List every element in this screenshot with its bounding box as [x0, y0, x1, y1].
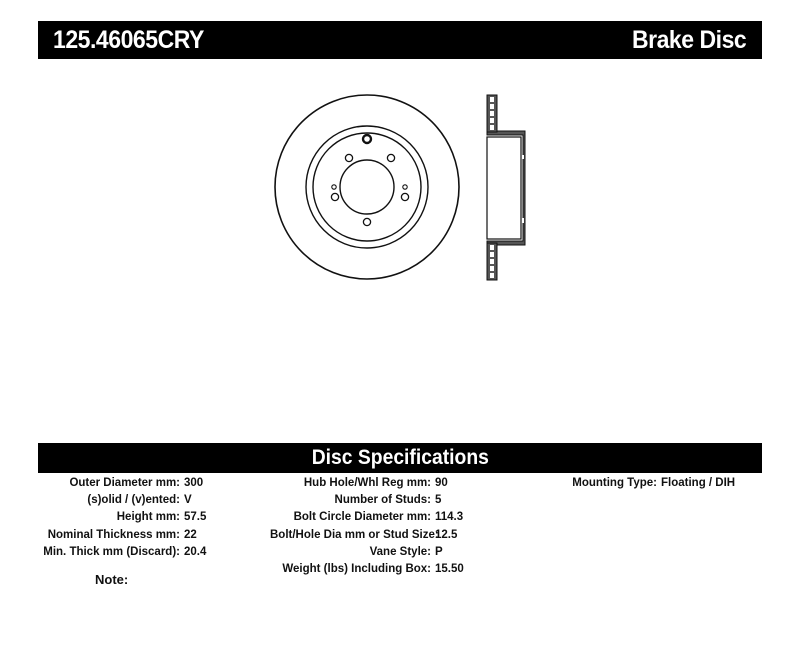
disc-front-view-icon — [274, 94, 460, 280]
spec-label: Bolt/Hole Dia mm or Stud Size: — [270, 528, 439, 541]
spec-label: Number of Studs: — [334, 494, 431, 507]
spec-label: Hub Hole/Whl Reg mm: — [303, 477, 431, 489]
spec-row-min-thickness: Min. Thick mm (Discard): 20.4 — [37, 544, 206, 561]
spec-value: 5 — [435, 494, 442, 507]
title-bar: 125.46065CRY Brake Disc — [38, 21, 762, 59]
spec-row-bolt-circle: Bolt Circle Diameter mm: 114.3 — [270, 509, 464, 526]
spec-row-solid-vented: (s)olid / (v)ented: V — [37, 492, 206, 509]
spec-row-vane-style: Vane Style: P — [270, 544, 464, 561]
disc-side-view-icon — [486, 94, 526, 281]
specs-column-1: Outer Diameter mm: 300 (s)olid / (v)ented… — [37, 475, 206, 561]
part-number: 125.46065CRY — [53, 25, 204, 54]
spec-value: 22 — [184, 528, 197, 541]
product-type: Brake Disc — [631, 25, 747, 54]
spec-value: V — [184, 494, 192, 507]
spec-value: 114.3 — [435, 511, 464, 524]
spec-row-hub-hole: Hub Hole/Whl Reg mm: 90 — [270, 475, 464, 492]
brake-disc-drawing — [274, 94, 526, 281]
spec-value: 300 — [184, 477, 204, 489]
spec-value: P — [435, 545, 443, 558]
spec-value: 12.5 — [435, 528, 458, 541]
spec-label: Vane Style: — [369, 545, 431, 558]
note-label: Note: — [95, 572, 129, 587]
spec-row-weight: Weight (lbs) Including Box: 15.50 — [270, 561, 464, 578]
spec-value: 20.4 — [184, 545, 207, 558]
spec-row-height: Height mm: 57.5 — [37, 509, 207, 526]
specs-title: Disc Specifications — [311, 446, 489, 469]
spec-label: Bolt Circle Diameter mm: — [293, 511, 431, 524]
specs-column-3: Mounting Type: Floating / DIH — [570, 475, 735, 492]
spec-label: Outer Diameter mm: — [69, 477, 180, 489]
spec-label: (s)olid / (v)ented: — [87, 494, 180, 507]
spec-label: Min. Thick mm (Discard): — [43, 545, 180, 558]
spec-value: 90 — [435, 477, 448, 489]
spec-value: Floating / DIH — [661, 477, 736, 489]
spec-row-number-of-studs: Number of Studs: 5 — [270, 492, 464, 509]
spec-value: 57.5 — [184, 511, 207, 524]
spec-row-bolt-hole-dia: Bolt/Hole Dia mm or Stud Size:12.5 — [270, 527, 464, 544]
spec-label: Height mm: — [116, 511, 180, 524]
spec-row-mounting-type: Mounting Type: Floating / DIH — [570, 475, 735, 492]
spec-label: Weight (lbs) Including Box: — [282, 563, 431, 576]
spec-row-outer-diameter: Outer Diameter mm: 300 — [37, 475, 206, 492]
spec-row-nominal-thickness: Nominal Thickness mm: 22 — [37, 527, 206, 544]
spec-label: Mounting Type: — [572, 477, 657, 489]
spec-label: Nominal Thickness mm: — [47, 528, 180, 541]
specs-column-2: Hub Hole/Whl Reg mm: 90 Number of Studs: 5… — [270, 475, 464, 578]
spec-value: 15.50 — [435, 563, 464, 576]
specs-header: Disc Specifications — [38, 443, 762, 473]
